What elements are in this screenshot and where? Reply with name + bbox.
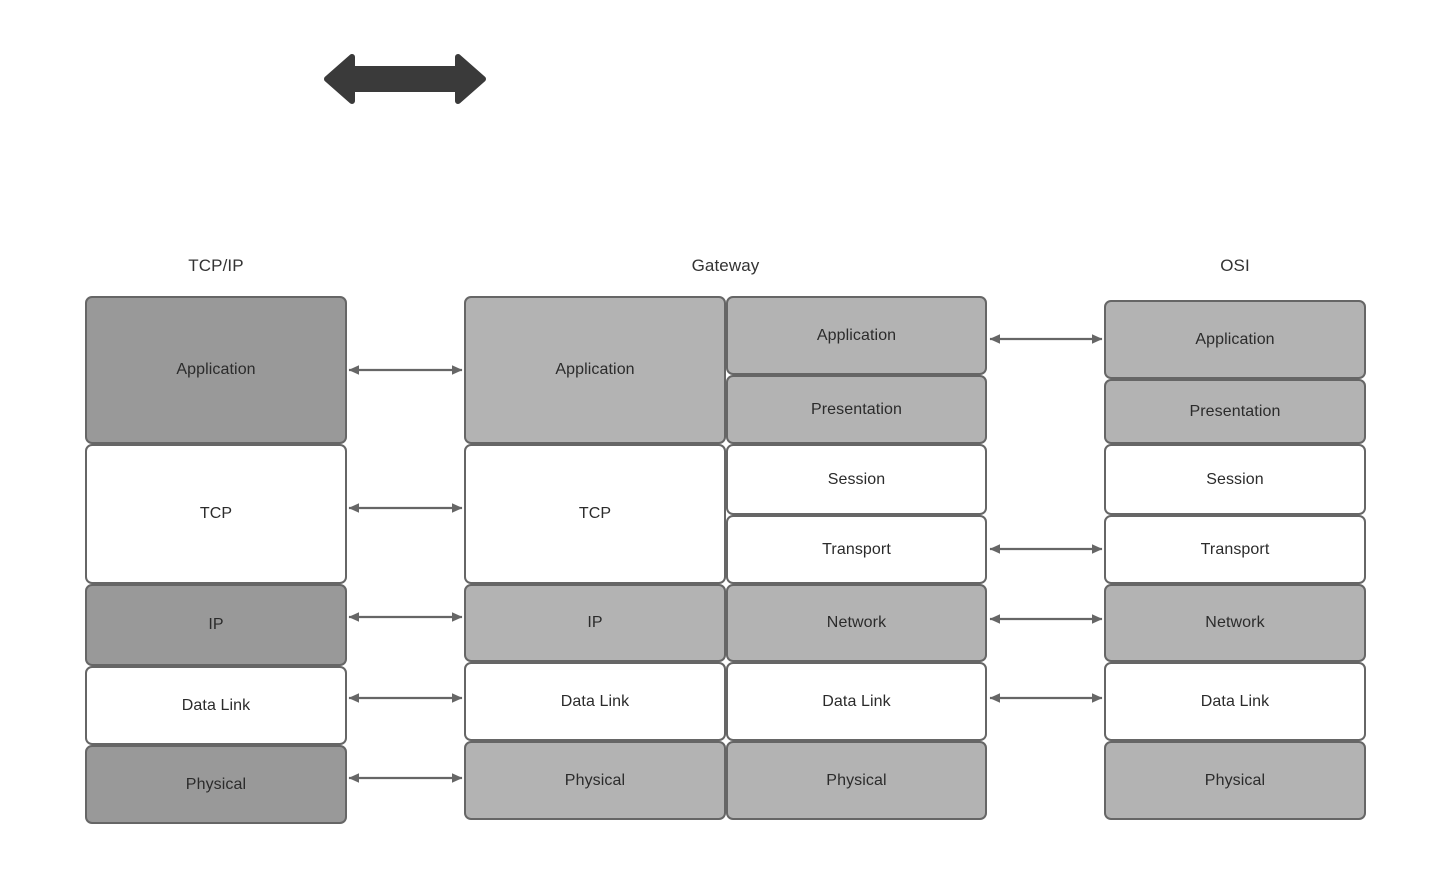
layer-osi-network[interactable]: Network	[1104, 584, 1366, 662]
stack-gateway-left: Application TCP IP Data Link Physical	[464, 296, 726, 820]
layer-gateway-osi-data-link[interactable]: Data Link	[726, 662, 987, 741]
layer-tcpip-data-link[interactable]: Data Link	[85, 666, 347, 745]
layer-gateway-osi-network[interactable]: Network	[726, 584, 987, 662]
layer-osi-data-link[interactable]: Data Link	[1104, 662, 1366, 741]
layer-osi-session[interactable]: Session	[1104, 444, 1366, 515]
layer-tcpip-ip[interactable]: IP	[85, 584, 347, 666]
column-title-tcpip: TCP/IP	[188, 256, 244, 275]
stack-tcpip: Application TCP IP Data Link Physical	[85, 296, 347, 824]
layer-osi-transport[interactable]: Transport	[1104, 515, 1366, 584]
layer-tcpip-physical[interactable]: Physical	[85, 745, 347, 824]
stack-gateway-right: Application Presentation Session Transpo…	[726, 296, 987, 820]
layer-gateway-osi-transport[interactable]: Transport	[726, 515, 987, 584]
layer-osi-application[interactable]: Application	[1104, 300, 1366, 379]
stack-osi: Application Presentation Session Transpo…	[1104, 300, 1366, 824]
bidirectional-arrow-icon	[322, 52, 488, 106]
layer-gateway-data-link[interactable]: Data Link	[464, 662, 726, 741]
layer-tcpip-application[interactable]: Application	[85, 296, 347, 444]
layer-gateway-osi-physical[interactable]: Physical	[726, 741, 987, 820]
layer-gateway-application[interactable]: Application	[464, 296, 726, 444]
layer-gateway-osi-application[interactable]: Application	[726, 296, 987, 375]
layer-gateway-physical[interactable]: Physical	[464, 741, 726, 820]
layer-tcpip-tcp[interactable]: TCP	[85, 444, 347, 584]
column-title-osi: OSI	[1220, 256, 1250, 275]
layer-osi-physical[interactable]: Physical	[1104, 741, 1366, 820]
layer-osi-presentation[interactable]: Presentation	[1104, 379, 1366, 444]
column-title-gateway: Gateway	[691, 256, 760, 275]
layer-gateway-ip[interactable]: IP	[464, 584, 726, 662]
layer-gateway-osi-presentation[interactable]: Presentation	[726, 375, 987, 444]
layer-gateway-tcp[interactable]: TCP	[464, 444, 726, 584]
layer-gateway-osi-session[interactable]: Session	[726, 444, 987, 515]
